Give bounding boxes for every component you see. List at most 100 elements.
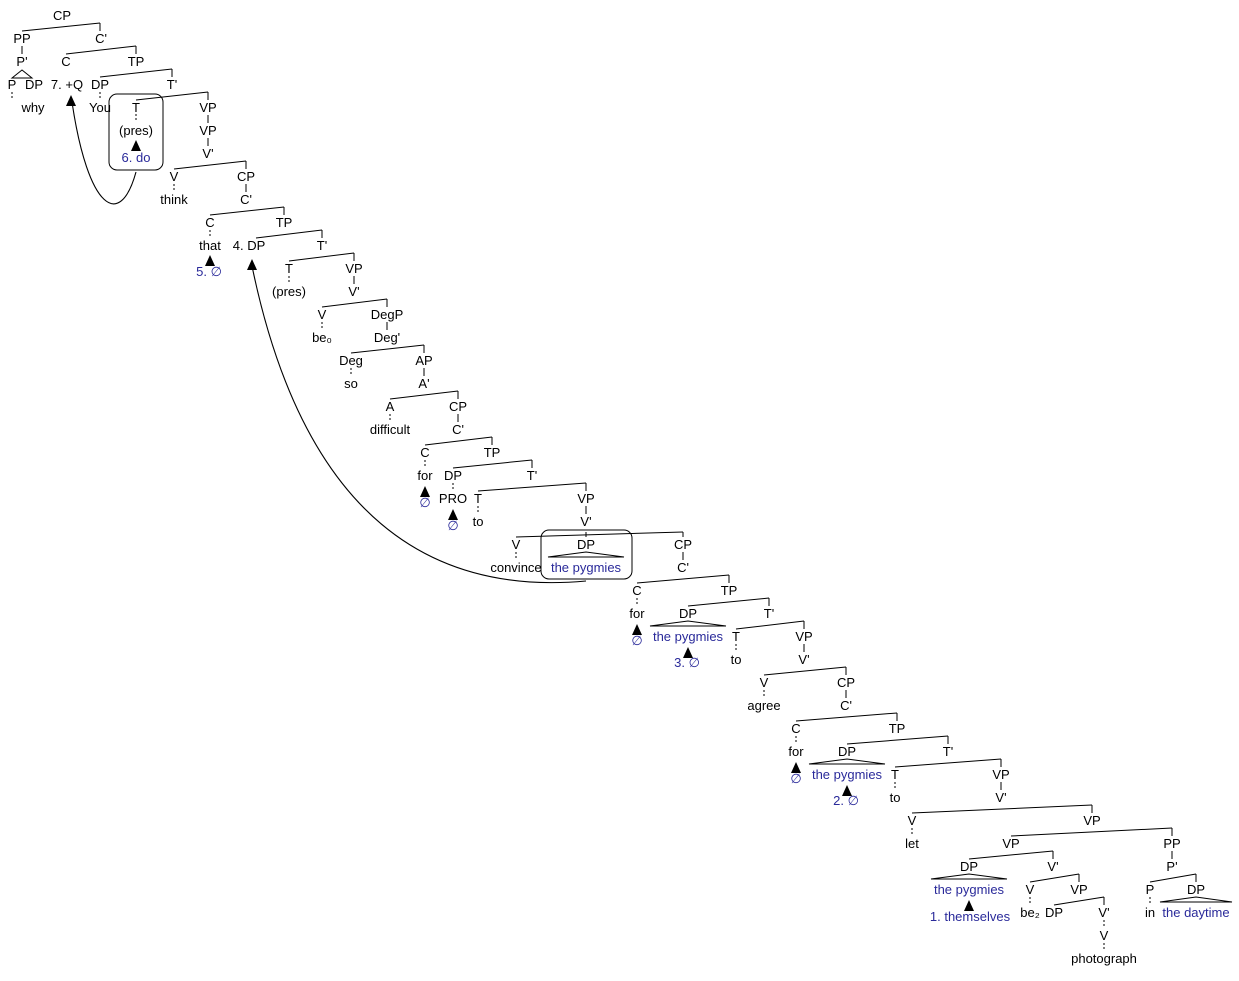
- node-v: V: [908, 813, 917, 828]
- node-vp: VP: [992, 767, 1009, 782]
- node-cp: CP: [674, 537, 692, 552]
- node-v-bar: V': [580, 514, 591, 529]
- movement-arrows: [66, 95, 587, 584]
- node-t: T: [891, 767, 899, 782]
- node-c-bar: C': [677, 560, 689, 575]
- node-c-bar: C': [240, 192, 252, 207]
- node-dp: DP: [25, 77, 43, 92]
- node-v: V: [1026, 882, 1035, 897]
- node-t-bar: T': [527, 468, 537, 483]
- node-dp: DP: [960, 859, 978, 874]
- node-vp: VP: [1070, 882, 1087, 897]
- word-for: for: [629, 606, 645, 621]
- phrase-the-pygmies: the pygmies: [812, 767, 883, 782]
- node-tp: TP: [276, 215, 293, 230]
- node-dp: DP: [1045, 905, 1063, 920]
- node-deg-bar: Deg': [374, 330, 400, 345]
- node-v-bar: V': [1098, 905, 1109, 920]
- word-pro: PRO: [439, 491, 467, 506]
- node-t: T: [285, 261, 293, 276]
- moved-do: 6. do: [122, 150, 151, 165]
- word-so: so: [344, 376, 358, 391]
- phrase-the-pygmies: the pygmies: [551, 560, 622, 575]
- node-vp: VP: [345, 261, 362, 276]
- node-tp: TP: [128, 54, 145, 69]
- node-t: T: [132, 100, 140, 115]
- word-agree: agree: [747, 698, 780, 713]
- node-a: A: [386, 399, 395, 414]
- node-v-bar: V': [798, 652, 809, 667]
- terminal-leads: [11, 92, 1151, 950]
- node-ap: AP: [415, 353, 432, 368]
- node-vp: VP: [1002, 836, 1019, 851]
- trace-markers: [131, 140, 974, 911]
- node-p-bar: P': [1166, 859, 1177, 874]
- word-for: for: [788, 744, 804, 759]
- phrase-the-daytime: the daytime: [1162, 905, 1229, 920]
- node-v: V: [318, 307, 327, 322]
- node-cp: CP: [237, 169, 255, 184]
- node-tp: TP: [721, 583, 738, 598]
- node-v-bar: V': [202, 146, 213, 161]
- node-vp: VP: [1083, 813, 1100, 828]
- moved-null: ∅: [790, 771, 801, 786]
- node-vp: VP: [199, 123, 216, 138]
- node-c-value: 7. +Q: [51, 77, 83, 92]
- word-for: for: [417, 468, 433, 483]
- node-t-value: (pres): [119, 123, 153, 138]
- moved-null-5: 5. ∅: [196, 264, 222, 279]
- word-why: why: [20, 100, 45, 115]
- node-p: P: [8, 77, 17, 92]
- node-c: C: [205, 215, 214, 230]
- node-cp-root: CP: [53, 8, 71, 23]
- node-dp: DP: [444, 468, 462, 483]
- phrase-the-pygmies: the pygmies: [934, 882, 1005, 897]
- node-degp: DegP: [371, 307, 404, 322]
- phrase-roofs: [10, 69, 1233, 903]
- moved-null-2: 2. ∅: [833, 793, 859, 808]
- node-c: C: [791, 721, 800, 736]
- node-t-bar: T': [317, 238, 327, 253]
- node-cp: CP: [449, 399, 467, 414]
- phrase-the-pygmies: the pygmies: [653, 629, 724, 644]
- node-c: C: [420, 445, 429, 460]
- tree-branches: [21, 22, 1197, 906]
- node-tp: TP: [484, 445, 501, 460]
- node-vp: VP: [577, 491, 594, 506]
- node-dp-object: DP: [577, 537, 595, 552]
- node-pp: PP: [1163, 836, 1180, 851]
- node-p: P: [1146, 882, 1155, 897]
- node-c: C: [632, 583, 641, 598]
- node-c-bar: C': [452, 422, 464, 437]
- node-v: V: [1100, 928, 1109, 943]
- moved-null: ∅: [631, 633, 642, 648]
- word-think: think: [160, 192, 188, 207]
- word-convince: convince: [490, 560, 541, 575]
- node-vp: VP: [199, 100, 216, 115]
- node-dp: DP: [838, 744, 856, 759]
- node-pp: PP: [13, 31, 30, 46]
- moved-themselves: 1. themselves: [930, 909, 1011, 924]
- node-dp-4: 4. DP: [233, 238, 266, 253]
- node-t-bar: T': [167, 77, 177, 92]
- word-that: that: [199, 238, 221, 253]
- node-t: T: [732, 629, 740, 644]
- node-vp: VP: [795, 629, 812, 644]
- word-to: to: [731, 652, 742, 667]
- node-t-bar: T': [764, 606, 774, 621]
- word-to: to: [473, 514, 484, 529]
- node-tp: TP: [889, 721, 906, 736]
- node-cp: CP: [837, 675, 855, 690]
- node-dp: DP: [679, 606, 697, 621]
- moved-null-3: 3. ∅: [674, 655, 700, 670]
- node-c-bar: C': [95, 31, 107, 46]
- node-p-bar: P': [16, 54, 27, 69]
- node-deg: Deg: [339, 353, 363, 368]
- node-c-bar: C': [840, 698, 852, 713]
- node-dp-subject: DP: [91, 77, 109, 92]
- node-labels: CP PP C' P' C TP P DP 7. +Q DP T' why Yo…: [8, 8, 1230, 966]
- node-a-bar: A': [418, 376, 429, 391]
- word-be2: be₂: [1020, 905, 1040, 920]
